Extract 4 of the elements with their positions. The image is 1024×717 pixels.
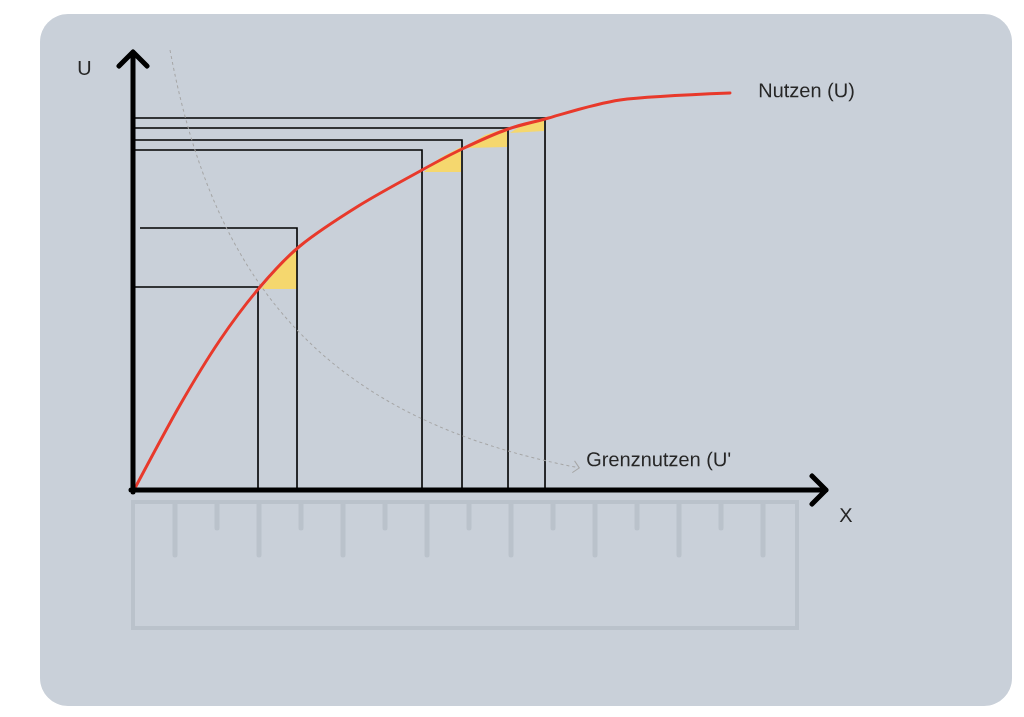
axis-label: U bbox=[78, 61, 91, 75]
axis-label: X bbox=[839, 508, 853, 522]
curve-label: Grenznutzen (U' bbox=[587, 451, 731, 471]
curve-label: Nutzen (U) bbox=[759, 82, 854, 102]
